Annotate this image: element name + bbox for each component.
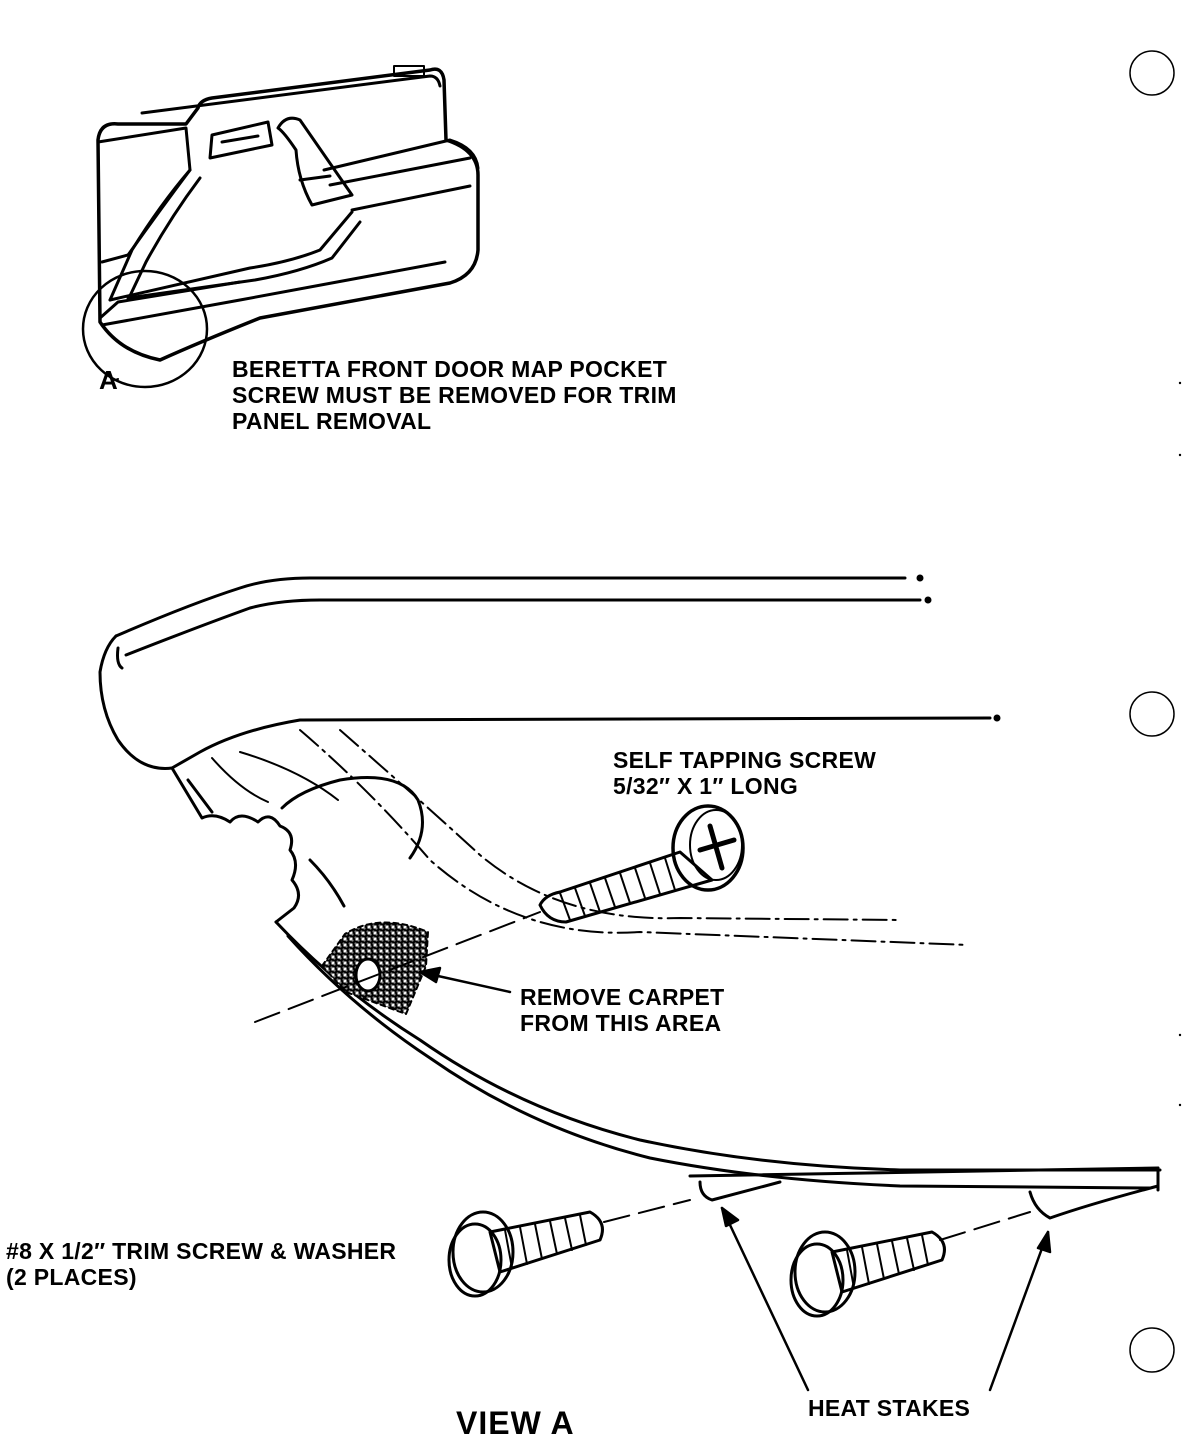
binder-holes (1129, 50, 1175, 1373)
margin-marks (1178, 381, 1182, 1107)
carpet-removal-area (321, 921, 429, 1015)
binder-hole-top (1129, 50, 1175, 96)
beretta-note-label: BERETTA FRONT DOOR MAP POCKET SCREW MUST… (232, 356, 677, 434)
callout-circle-a (81, 269, 209, 389)
alignment-lines (254, 911, 1031, 1241)
binder-hole-bottom (1129, 1327, 1175, 1373)
leader-arrows (418, 966, 1052, 1392)
heat-stakes-label: HEAT STAKES (808, 1395, 971, 1421)
screw-hole (354, 957, 382, 993)
carpet-leader-arrow (418, 966, 512, 994)
trim-screw-washer-1 (447, 1210, 604, 1298)
remove-carpet-label: REMOVE CARPET FROM THIS AREA (520, 984, 725, 1036)
self-tapping-screw-label: SELF TAPPING SCREW 5/32″ X 1″ LONG (613, 747, 877, 799)
trim-screw-washer-2 (789, 1230, 946, 1318)
view-a-enlarged-panel (98, 574, 1162, 1220)
self-tapping-screw (538, 804, 745, 924)
binder-hole-middle (1129, 691, 1175, 737)
trim-screw-label: #8 X 1/2″ TRIM SCREW & WASHER (2 PLACES) (6, 1238, 397, 1290)
door-trim-panel-illustration (96, 65, 480, 362)
callout-label-a: A (99, 365, 118, 395)
view-a-title: VIEW A (456, 1405, 575, 1441)
heat-stake-leader-arrow-2 (988, 1230, 1052, 1392)
heat-stake-leader-arrow-1 (720, 1206, 810, 1392)
